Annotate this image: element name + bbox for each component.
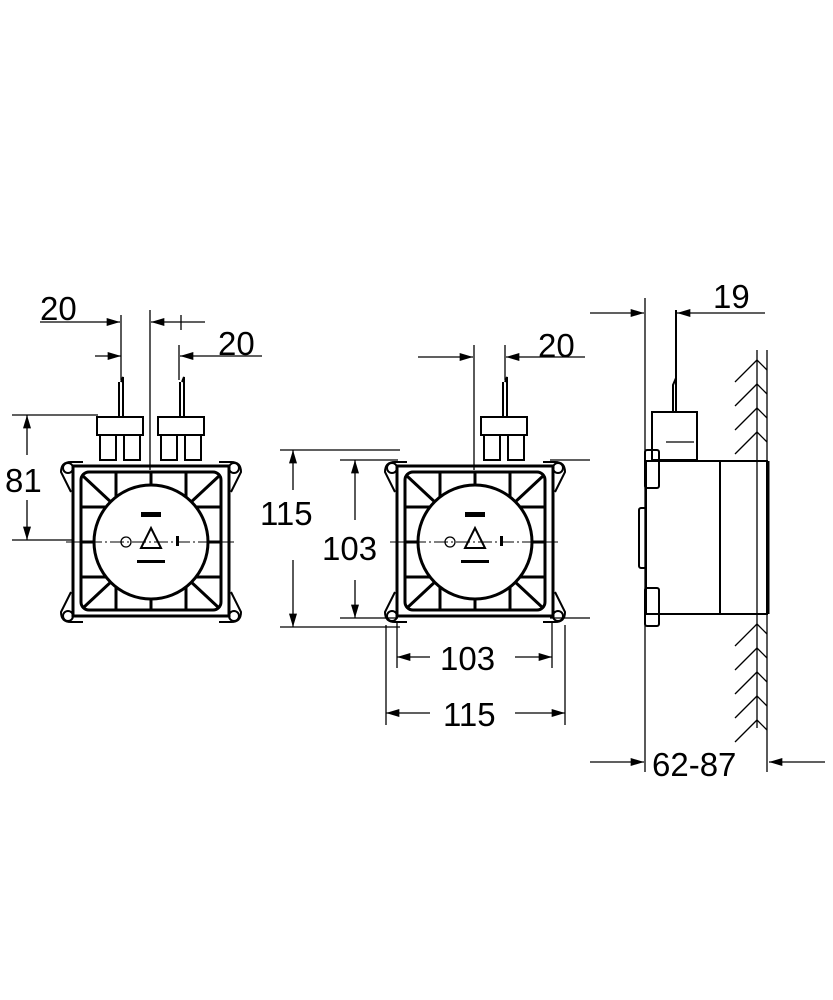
wall-hatch [756,383,768,395]
diagonal-rib [187,578,221,610]
wall-hatch [734,407,758,431]
diagonal-rib [511,578,545,610]
connector-port [160,434,178,461]
diagonal-rib [81,474,115,506]
wall-hatch [734,647,758,671]
diagonal-rib [511,474,545,506]
housing-frame [395,464,555,618]
wall-hatch [756,623,768,635]
wall-hatch [734,623,758,647]
wall-hatch [756,359,768,371]
diagonal-rib [405,474,439,506]
mid-dim-top: 20 [538,327,575,364]
wall-hatch [734,719,758,743]
housing-extension [719,460,768,615]
logo-mark [465,512,485,517]
connector-block [480,416,528,436]
side-dim-top: 19 [713,278,750,315]
ear-bottom [644,587,660,627]
housing-body [645,460,721,615]
wall-hatch [756,431,768,443]
marker-circle [120,536,132,548]
diagonal-rib [187,474,221,506]
wall-hatch [734,671,758,695]
wall-hatch [734,431,758,455]
left-dim-top-b: 20 [218,325,255,362]
part-number-mark [461,560,489,563]
mid-dim-inner-width: 103 [440,640,495,677]
supply-pipe [179,376,185,417]
mid-dim-outer-width: 115 [443,696,496,733]
wall-hatch [734,695,758,719]
supply-pipe [672,310,677,412]
connector-port [184,434,202,461]
side-dim-depth: 62-87 [652,746,736,783]
wall-hatch [756,719,768,731]
left-dim-top-a: 20 [40,290,77,327]
connector-block [651,411,698,461]
wall-hatch [756,647,768,659]
mid-dim-inner-height: 103 [322,530,377,567]
diagonal-rib [405,578,439,610]
connector-block [96,416,144,436]
connector-port [123,434,141,461]
part-number-mark [137,560,165,563]
dimension-lines [12,309,825,766]
side-view [638,298,770,772]
supply-pipe [118,376,124,417]
wall-hatch [756,407,768,419]
wall-hatch [756,671,768,683]
wall-hatch [734,383,758,407]
mid-dim-outer-height: 115 [260,495,313,532]
material-mark [176,536,179,546]
material-mark [500,536,503,546]
marker-circle [444,536,456,548]
recycle-icon [463,525,487,549]
left-dim-height: 81 [5,462,42,499]
wall-hatch [756,695,768,707]
housing-frame [71,464,231,618]
front-view-two-connectors [59,376,243,623]
connector-port [483,434,501,461]
recycle-icon [139,525,163,549]
side-clip [638,507,647,569]
diagonal-rib [81,578,115,610]
connector-port [507,434,525,461]
front-view-one-connector [383,376,567,623]
connector-port [99,434,117,461]
wall-hatch [734,359,758,383]
connector-block [157,416,205,436]
supply-pipe [502,376,508,417]
logo-mark [141,512,161,517]
